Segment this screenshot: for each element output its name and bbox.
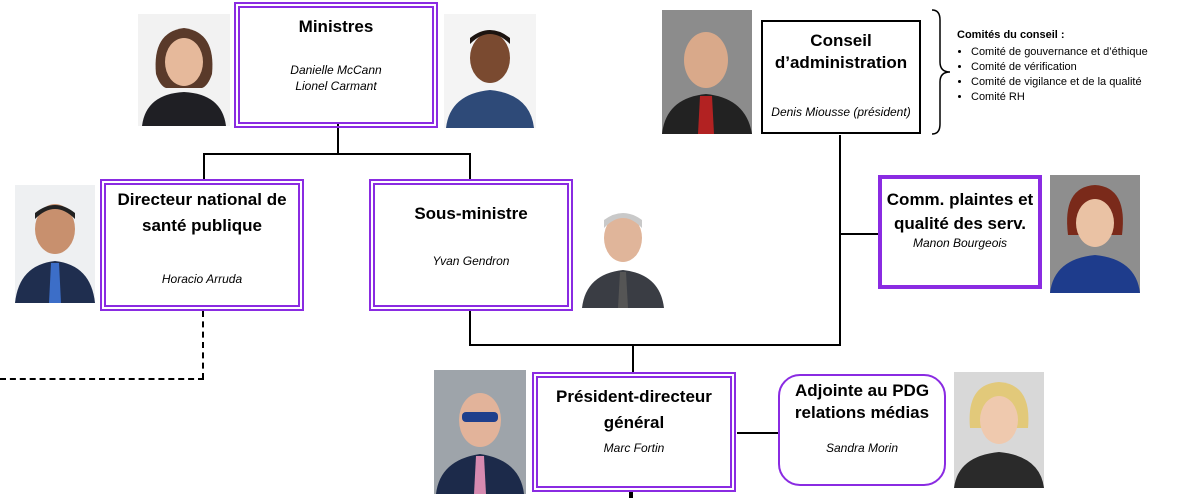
pdg-name: Marc Fortin <box>603 441 665 455</box>
committee-item: Comité de vérification <box>971 60 1193 75</box>
conseil-president-name: Denis Miousse (président) <box>771 105 911 119</box>
sous-ministre-title: Sous-ministre <box>414 204 528 223</box>
connector-horizontal-to-conseil <box>469 344 841 346</box>
directeur-title-line1: Directeur national de <box>117 190 287 209</box>
connector-pdg-adjointe <box>737 432 779 434</box>
conseil-box: Conseil d’administration Denis Miousse (… <box>761 20 921 134</box>
committees-brace <box>931 9 951 135</box>
connector-ministres-down <box>337 124 339 154</box>
dashed-connector-horizontal <box>0 378 204 380</box>
connector-sous-ministre-down <box>469 309 471 345</box>
photo-yvan-gendron <box>580 194 666 308</box>
comm-plaintes-name: Manon Bourgeois <box>912 236 1008 250</box>
directeur-name: Horacio Arruda <box>161 272 243 286</box>
connector-to-pdg <box>632 344 634 374</box>
connector-conseil-down <box>839 135 841 346</box>
comm-plaintes-title-line2: qualité des serv. <box>894 214 1026 233</box>
adjointe-title-line1: Adjointe au PDG <box>794 381 930 400</box>
committees-list: Comités du conseil : Comité de gouvernan… <box>957 28 1193 105</box>
photo-sandra-morin <box>954 372 1044 488</box>
ministres-box: Ministres Danielle McCann Lionel Carmant <box>234 2 438 128</box>
committees-header: Comités du conseil : <box>957 29 1065 41</box>
connector-ministres-horizontal <box>203 153 471 155</box>
ministre-name-1: Danielle McCann <box>290 63 382 77</box>
adjointe-name: Sandra Morin <box>825 441 899 455</box>
ministre-name-2: Lionel Carmant <box>295 79 377 93</box>
photo-lionel-carmant <box>444 14 536 128</box>
connector-to-sous-ministre <box>469 153 471 181</box>
sous-ministre-box: Sous-ministre Yvan Gendron <box>369 179 573 311</box>
connector-pdg-bottom <box>629 490 633 498</box>
photo-danielle-mccann <box>138 14 230 126</box>
connector-to-directeur <box>203 153 205 181</box>
directeur-box: Directeur national de santé publique Hor… <box>100 179 304 311</box>
pdg-box: Président-directeur général Marc Fortin <box>532 372 736 492</box>
photo-horacio-arruda <box>15 185 95 303</box>
comm-plaintes-box: Comm. plaintes et qualité des serv. Mano… <box>878 175 1042 289</box>
committee-item: Comité de gouvernance et d’éthique <box>971 45 1193 60</box>
pdg-title-line1: Président-directeur <box>556 387 712 406</box>
directeur-title-line2: santé publique <box>142 216 262 235</box>
pdg-title-line2: général <box>603 413 665 432</box>
committee-item: Comité RH <box>971 90 1193 105</box>
conseil-title-line2: d’administration <box>774 53 908 72</box>
photo-denis-miousse <box>662 10 752 134</box>
adjointe-title-line2: relations médias <box>794 403 930 422</box>
committee-item: Comité de vigilance et de la qualité <box>971 75 1193 90</box>
adjointe-box: Adjointe au PDG relations médias Sandra … <box>778 374 946 486</box>
comm-plaintes-title-line1: Comm. plaintes et <box>886 190 1034 209</box>
ministres-title: Ministres <box>298 17 374 36</box>
sous-ministre-name: Yvan Gendron <box>432 254 510 268</box>
dashed-connector-vertical <box>202 311 204 379</box>
photo-manon-bourgeois <box>1050 175 1140 293</box>
connector-to-comm-plaintes <box>839 233 879 235</box>
photo-marc-fortin <box>434 370 526 494</box>
conseil-title-line1: Conseil <box>810 31 872 50</box>
